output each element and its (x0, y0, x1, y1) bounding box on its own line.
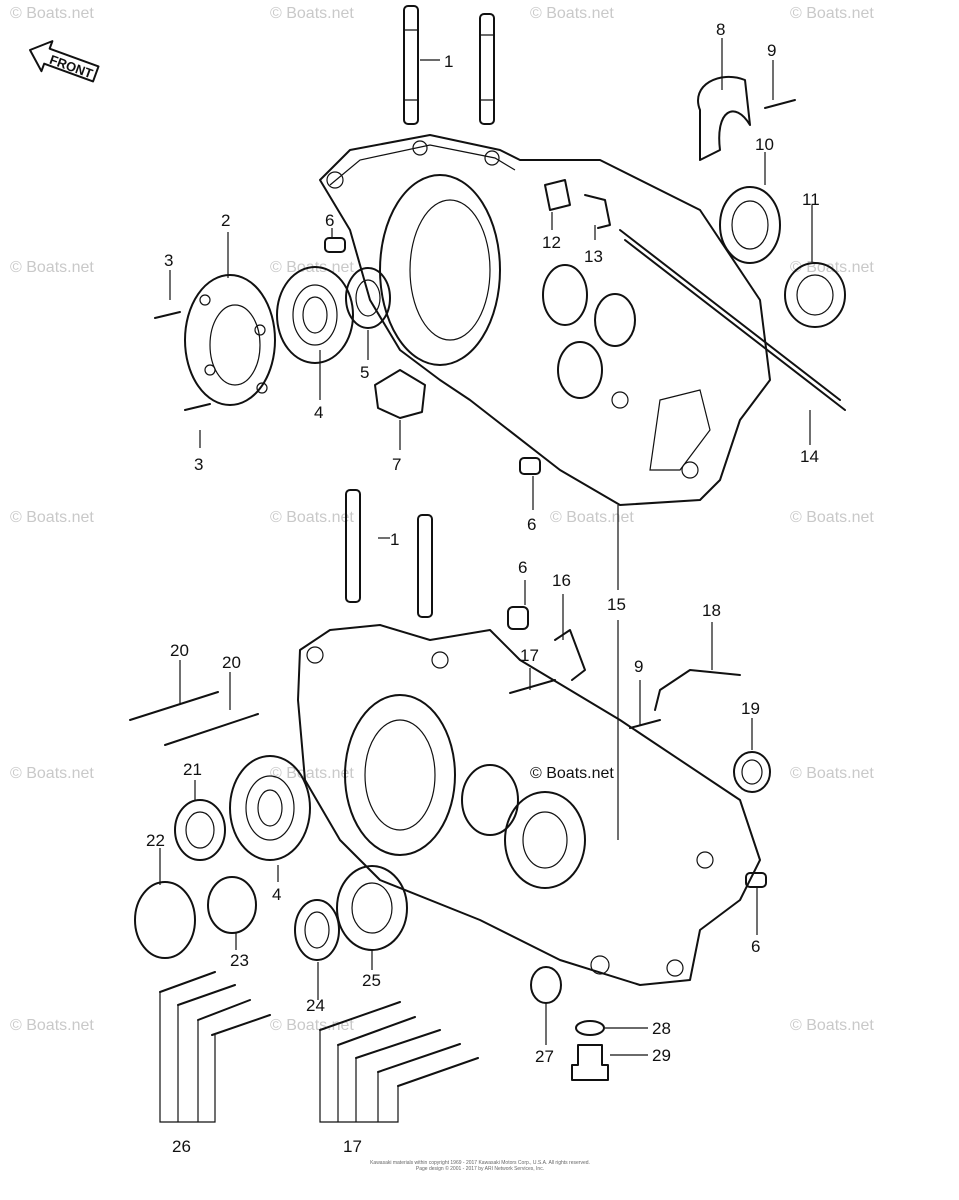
part-22-cap (134, 881, 196, 959)
watermark: © Boats.net (270, 765, 354, 782)
part-3-screws (154, 311, 211, 411)
part-20-bolts (129, 691, 259, 746)
callout: 8 (716, 20, 725, 39)
part-2-plate (184, 274, 276, 406)
callout: 23 (230, 951, 249, 970)
callout: 13 (584, 247, 603, 266)
callout: 22 (146, 831, 165, 850)
part-16-clamp (554, 629, 586, 681)
watermark: © Boats.net (790, 765, 874, 782)
part-4-bearing-upper (276, 266, 354, 364)
part-13-fitting (584, 194, 611, 229)
callout: 28 (652, 1019, 671, 1038)
callout: 5 (360, 363, 369, 382)
callout: 17 (520, 646, 539, 665)
part-23-plug (207, 876, 257, 934)
callout: 12 (542, 233, 561, 252)
callout: 6 (518, 558, 527, 577)
watermark: © Boats.net (10, 1017, 94, 1034)
part-7-ring (374, 369, 426, 419)
callout: 3 (194, 455, 203, 474)
leader-lines (159, 38, 813, 1123)
watermark: © Boats.net (10, 259, 94, 276)
part-1-studs-upper (403, 5, 495, 125)
part-17-bolt (509, 679, 556, 694)
part-1-studs-lower (345, 489, 433, 618)
callout: 1 (444, 52, 453, 71)
watermark: © Boats.net (270, 5, 354, 22)
part-11-needle-bearing (784, 262, 846, 328)
callout: 26 (172, 1137, 191, 1156)
part-21-seal (174, 799, 226, 861)
upper-crankcase (319, 134, 771, 506)
callout: 10 (755, 135, 774, 154)
callout: 20 (170, 641, 189, 660)
callout: 3 (164, 251, 173, 270)
callout: 17 (343, 1137, 362, 1156)
part-6-dowel (507, 606, 529, 630)
callout: 15 (607, 595, 626, 614)
watermark: © Boats.net (10, 509, 94, 526)
watermark: © Boats.net (10, 5, 94, 22)
part-6-dowel (324, 237, 346, 253)
watermark: © Boats.net (270, 1017, 354, 1034)
callout: 6 (527, 515, 536, 534)
watermark: © Boats.net (10, 765, 94, 782)
callouts: 1 2 3 3 4 5 6 7 8 9 10 11 12 13 14 6 1 6… (146, 20, 820, 1156)
part-9-bolt (764, 99, 796, 109)
callout: 1 (390, 530, 399, 549)
callout: 16 (552, 571, 571, 590)
part-29-plug (571, 1044, 609, 1081)
part-6-dowel (519, 457, 541, 475)
callout: 7 (392, 455, 401, 474)
callout: 4 (272, 885, 281, 904)
part-25-bearing (336, 865, 408, 951)
part-14-rod (619, 229, 846, 411)
callout: 25 (362, 971, 381, 990)
callout: 14 (800, 447, 819, 466)
callout: 6 (325, 211, 334, 230)
part-17-bolts (319, 1001, 479, 1087)
part-19-needle-bearing (733, 751, 771, 793)
watermark: © Boats.net (790, 5, 874, 22)
watermarks: © Boats.net © Boats.net © Boats.net © Bo… (10, 5, 874, 1034)
callout: 27 (535, 1047, 554, 1066)
front-arrow-icon: FRONT (29, 40, 100, 83)
watermark: © Boats.net (550, 509, 634, 526)
lower-crankcase (297, 624, 761, 986)
part-9-bolt-lower (629, 719, 661, 729)
part-12-fitting (544, 179, 571, 211)
callout: 9 (634, 657, 643, 676)
part-4-bearing-lower (229, 755, 311, 861)
part-8-plate (697, 75, 751, 161)
part-5-seal (345, 267, 391, 329)
callout: 21 (183, 760, 202, 779)
callout: 9 (767, 41, 776, 60)
part-24-seal (294, 899, 340, 961)
footer-line: Page design © 2001 - 2017 by ARI Network… (415, 1166, 545, 1172)
callout: 20 (222, 653, 241, 672)
part-26-bolts (159, 971, 271, 1036)
part-10-bearing (719, 186, 781, 264)
callout: 2 (221, 211, 230, 230)
callout: 29 (652, 1046, 671, 1065)
callout: 18 (702, 601, 721, 620)
footer: Kawasaki materials within copyright 1969… (300, 1160, 660, 1172)
watermark-center: © Boats.net (530, 765, 614, 782)
watermark: © Boats.net (270, 509, 354, 526)
callout: 24 (306, 996, 325, 1015)
callout: 19 (741, 699, 760, 718)
callout: 11 (802, 190, 820, 209)
watermark: © Boats.net (790, 1017, 874, 1034)
watermark: © Boats.net (790, 509, 874, 526)
part-18-bracket (654, 669, 741, 711)
part-27-seal (530, 966, 562, 1004)
footer-line: Kawasaki materials within copyright 1969… (370, 1160, 590, 1166)
part-6-dowel (745, 872, 767, 888)
callout: 4 (314, 403, 323, 422)
watermark: © Boats.net (530, 5, 614, 22)
part-28-washer (575, 1020, 605, 1036)
callout: 6 (751, 937, 760, 956)
